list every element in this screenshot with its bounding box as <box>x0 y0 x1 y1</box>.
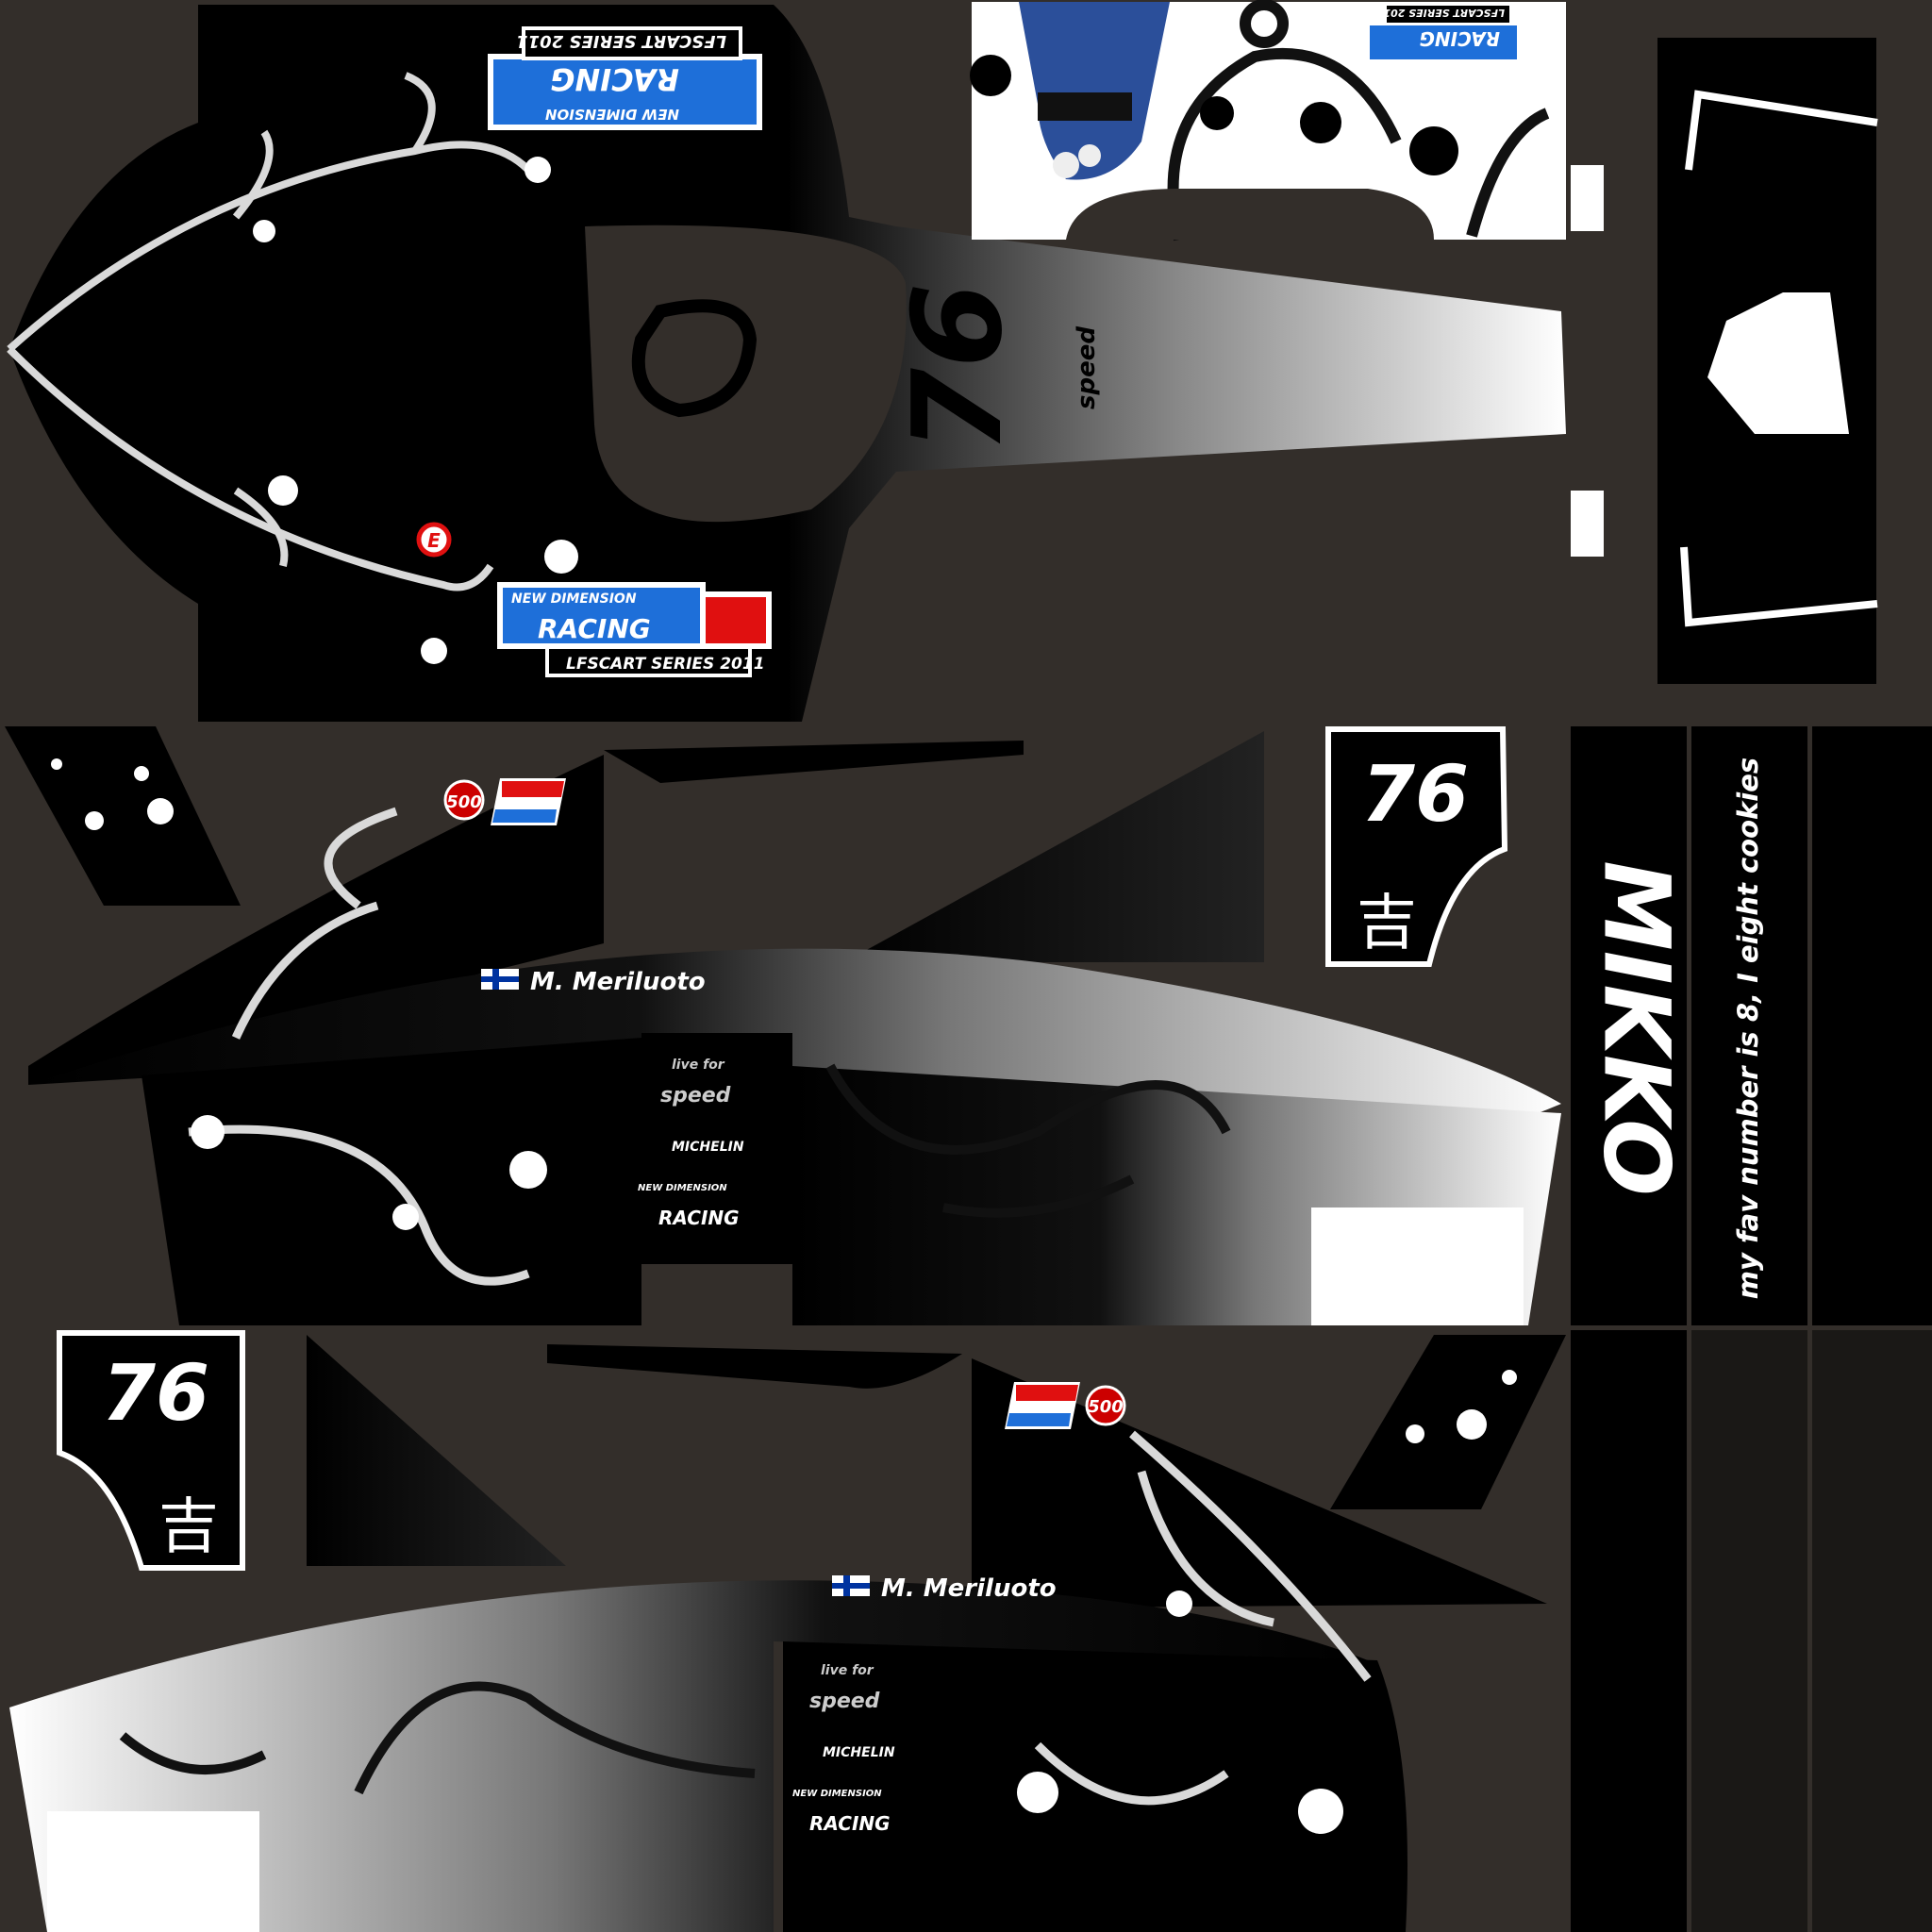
driver-name: M. Meriluoto <box>530 968 706 996</box>
extinguisher-mark: E <box>427 529 441 552</box>
team-logo-line1: NEW DIMENSION <box>792 1789 882 1799</box>
side-strips: MIKKO my fav number is 8, I eight cookie… <box>1571 726 1932 1932</box>
team-logo-line1: NEW DIMENSION <box>511 591 637 607</box>
team-logo-line2: RACING <box>550 61 679 97</box>
team-logo-series: LFSCART SERIES 2011 <box>1376 7 1505 19</box>
race-badge-lower: 500 <box>1085 1385 1126 1426</box>
car-number: 76 <box>1361 750 1469 840</box>
race-badge: 500 <box>443 779 485 821</box>
number-box-lower: 76 吉 <box>57 1330 245 1571</box>
indy-flag-logo-lower <box>1005 1382 1080 1429</box>
splatter-panel-right <box>1330 1335 1566 1509</box>
first-name-banner: MIKKO <box>1584 860 1690 1196</box>
side-pod-upper <box>28 731 1561 1325</box>
lfs-logo-line1: live for <box>672 1058 725 1073</box>
cookie-monster-image <box>1019 2 1170 180</box>
team-logo-flipped-small: RACING LFSCART SERIES 2011 <box>1366 6 1521 63</box>
nose-car-number: 76 <box>886 283 1029 454</box>
extinguisher-badge <box>416 522 452 558</box>
driver-name-lower: M. Meriluoto <box>832 1574 1057 1603</box>
number-box-upper: 76 吉 <box>1325 726 1508 967</box>
lfs-logo-line1: live for <box>821 1663 874 1678</box>
team-logo-line1: NEW DIMENSION <box>638 1183 727 1193</box>
sponsor-stack-lower: live for speed MICHELIN NEW DIMENSION RA… <box>792 1663 895 1835</box>
driver-name: M. Meriluoto <box>881 1574 1057 1603</box>
team-logo-series: LFSCART SERIES 2011 <box>516 31 726 51</box>
team-logo-line1: NEW DIMENSION <box>545 106 679 123</box>
sponsor-stack-upper: live for speed MICHELIN NEW DIMENSION RA… <box>638 1058 744 1229</box>
kanji-mark: 吉 <box>158 1492 219 1562</box>
race-badge-text: 500 <box>446 792 482 812</box>
michelin-logo: MICHELIN <box>672 1140 744 1155</box>
team-logo-line2: RACING <box>658 1207 740 1229</box>
kanji-mark: 吉 <box>1357 889 1417 958</box>
car-number: 76 <box>102 1349 209 1439</box>
team-logo-series: LFSCART SERIES 2011 <box>566 655 765 674</box>
splatter-panel-left <box>5 726 241 906</box>
team-logo-line2: RACING <box>809 1812 891 1835</box>
indy-flag-logo <box>491 778 566 825</box>
driver-name-upper: M. Meriluoto <box>481 968 706 996</box>
team-logo-bottom: NEW DIMENSION RACING LFSCART SERIES 2011 <box>497 582 772 677</box>
team-logo-top: NEW DIMENSION RACING LFSCART SERIES 2011 <box>488 26 762 130</box>
lfs-logo: speed <box>809 1690 880 1713</box>
lfs-logo: speed <box>660 1084 731 1108</box>
tagline-text: my fav number is 8, I eight cookies <box>1732 758 1764 1299</box>
race-badge-text: 500 <box>1088 1397 1124 1417</box>
nose-lfs-logo: speed <box>1073 326 1101 409</box>
nose-panel: E <box>7 5 1566 722</box>
michelin-logo: MICHELIN <box>823 1745 895 1760</box>
team-logo-line2: RACING <box>538 613 651 644</box>
team-logo-line2: RACING <box>1419 27 1500 50</box>
rear-wing-panel <box>1571 38 1878 684</box>
